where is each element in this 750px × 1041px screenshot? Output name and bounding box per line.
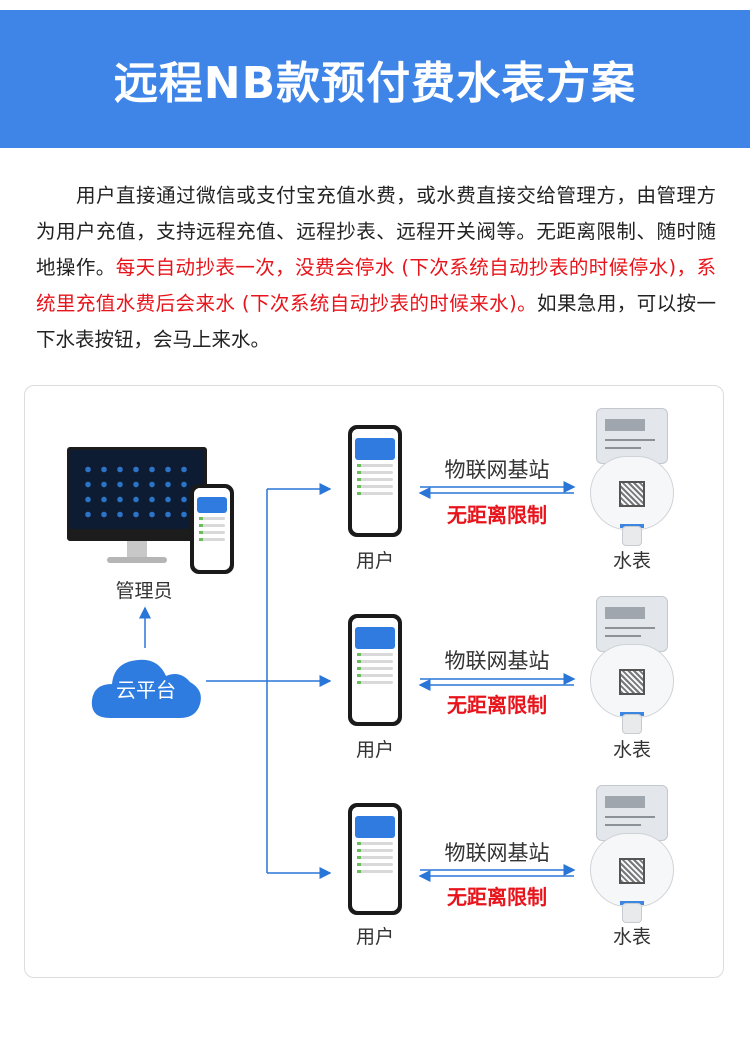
title-banner: 远程NB款预付费水表方案: [0, 10, 750, 148]
page-title: 远程NB款预付费水表方案: [113, 58, 637, 109]
intro-highlight: 每天自动抄表一次，没费会停水 (下次系统自动抄表的时候停水)，系统里充值水费后会…: [36, 256, 716, 315]
water-meter-icon: [590, 596, 674, 736]
water-meter-icon: [590, 785, 674, 925]
no-limit-label: 无距离限制: [447, 885, 547, 909]
water-meter-icon: [590, 408, 674, 548]
meter-label: 水表: [612, 550, 651, 572]
iot-station-label: 物联网基站: [444, 458, 550, 482]
iot-station-label: 物联网基站: [444, 841, 550, 865]
iot-station-label: 物联网基站: [444, 649, 550, 673]
admin-phone-icon: [190, 484, 234, 574]
admin-label: 管理员: [115, 580, 173, 602]
no-limit-label: 无距离限制: [447, 693, 547, 717]
user-phone-icon: [348, 425, 402, 537]
meter-label: 水表: [612, 739, 651, 761]
meter-label: 水表: [612, 926, 651, 948]
admin-computer-icon: [67, 447, 207, 572]
no-limit-label: 无距离限制: [447, 503, 547, 527]
user-phone-icon: [348, 803, 402, 915]
user-label: 用户: [355, 739, 394, 761]
cloud-icon: [91, 659, 201, 718]
intro-paragraph: 用户直接通过微信或支付宝充值水费，或水费直接交给管理方，由管理方为用户充值，支持…: [36, 178, 716, 358]
intro-text: 用户直接通过微信或支付宝充值水费，或水费直接交给管理方，由管理方为用户充值，支持…: [36, 184, 716, 279]
user-label: 用户: [355, 550, 394, 572]
user-label: 用户: [355, 926, 394, 948]
cloud-label: 云平台: [116, 678, 176, 702]
user-phone-icon: [348, 614, 402, 726]
intro-text-2: 如果急用，可以按一下水表按钮，会马上来水。: [36, 292, 716, 351]
